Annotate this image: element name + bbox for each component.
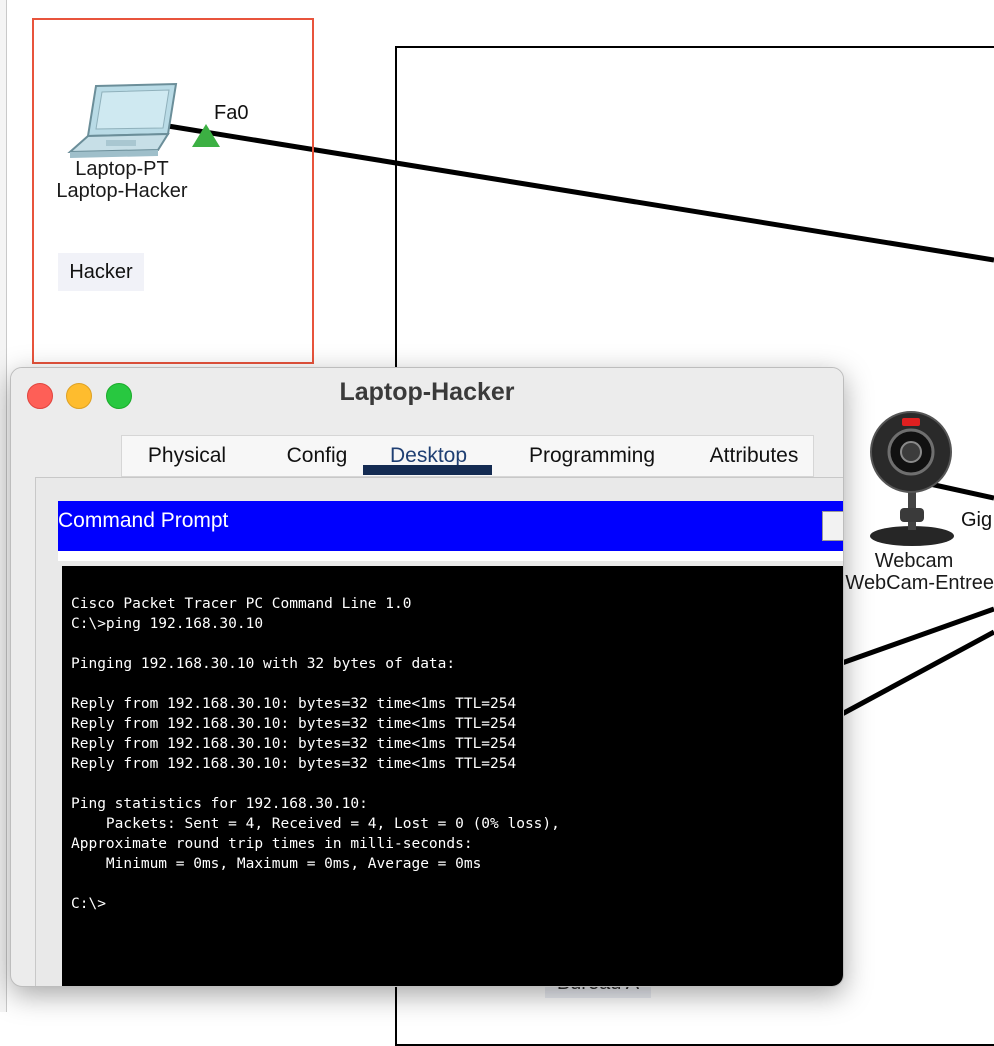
tab-attributes[interactable]: Attributes — [709, 444, 799, 467]
active-tab-indicator — [363, 465, 492, 475]
device-window[interactable]: Laptop-Hacker Physical Config Desktop Pr… — [10, 367, 844, 987]
laptop-model-label: Laptop-PT — [75, 158, 169, 180]
terminal-line — [71, 634, 843, 654]
webcam-link-cable — [929, 481, 994, 501]
webcam-icon[interactable] — [868, 408, 954, 548]
terminal-line: Approximate round trip times in milli-se… — [71, 836, 473, 852]
link-cable-3 — [841, 606, 994, 666]
command-prompt-titlebar: Command Prompt — [58, 501, 843, 551]
terminal-line — [71, 874, 843, 894]
terminal-line: C:\>ping 192.168.30.10 — [71, 616, 264, 632]
laptop-port-label: Fa0 — [214, 102, 249, 124]
laptop-link-cable — [167, 123, 994, 263]
tab-desktop[interactable]: Desktop — [389, 444, 468, 467]
command-prompt-title: Command Prompt — [58, 509, 229, 532]
link-up-indicator-icon — [192, 124, 220, 147]
window-maximize-button[interactable] — [106, 383, 132, 409]
terminal-line: Reply from 192.168.30.10: bytes=32 time<… — [71, 716, 517, 732]
laptop-name-label: Laptop-Hacker — [56, 180, 188, 202]
webcam-model-label: Webcam — [874, 550, 954, 572]
terminal-line — [71, 774, 843, 794]
terminal-line — [71, 674, 843, 694]
terminal-line: Pinging 192.168.30.10 with 32 bytes of d… — [71, 656, 456, 672]
network-links — [167, 123, 994, 717]
window-title: Laptop-Hacker — [339, 378, 515, 406]
left-panel-edge — [0, 0, 7, 1012]
terminal-line: Cisco Packet Tracer PC Command Line 1.0 — [71, 596, 412, 612]
tab-config[interactable]: Config — [286, 444, 348, 467]
window-minimize-button[interactable] — [66, 383, 92, 409]
terminal-line: Reply from 192.168.30.10: bytes=32 time<… — [71, 736, 517, 752]
tab-programming[interactable]: Programming — [528, 444, 656, 467]
terminal-line: Minimum = 0ms, Maximum = 0ms, Average = … — [71, 856, 482, 872]
terminal-line: Packets: Sent = 4, Received = 4, Lost = … — [71, 816, 560, 832]
window-titlebar[interactable]: Laptop-Hacker — [11, 368, 843, 420]
laptop-icon[interactable] — [66, 82, 182, 160]
command-prompt-close-button[interactable] — [822, 511, 843, 541]
link-cable-4 — [840, 629, 994, 717]
window-close-button[interactable] — [27, 383, 53, 409]
hacker-area-box[interactable] — [32, 18, 314, 364]
terminal-line: Reply from 192.168.30.10: bytes=32 time<… — [71, 696, 517, 712]
command-prompt-separator — [58, 551, 843, 561]
hacker-area-label: Hacker — [58, 253, 144, 291]
terminal-line: C:\> — [71, 896, 106, 912]
terminal-line: Reply from 192.168.30.10: bytes=32 time<… — [71, 756, 517, 772]
webcam-name-label: WebCam-Entree — [845, 572, 994, 594]
webcam-port-label: Gig — [961, 509, 993, 531]
terminal-line: Ping statistics for 192.168.30.10: — [71, 796, 368, 812]
tab-physical[interactable]: Physical — [147, 444, 227, 467]
